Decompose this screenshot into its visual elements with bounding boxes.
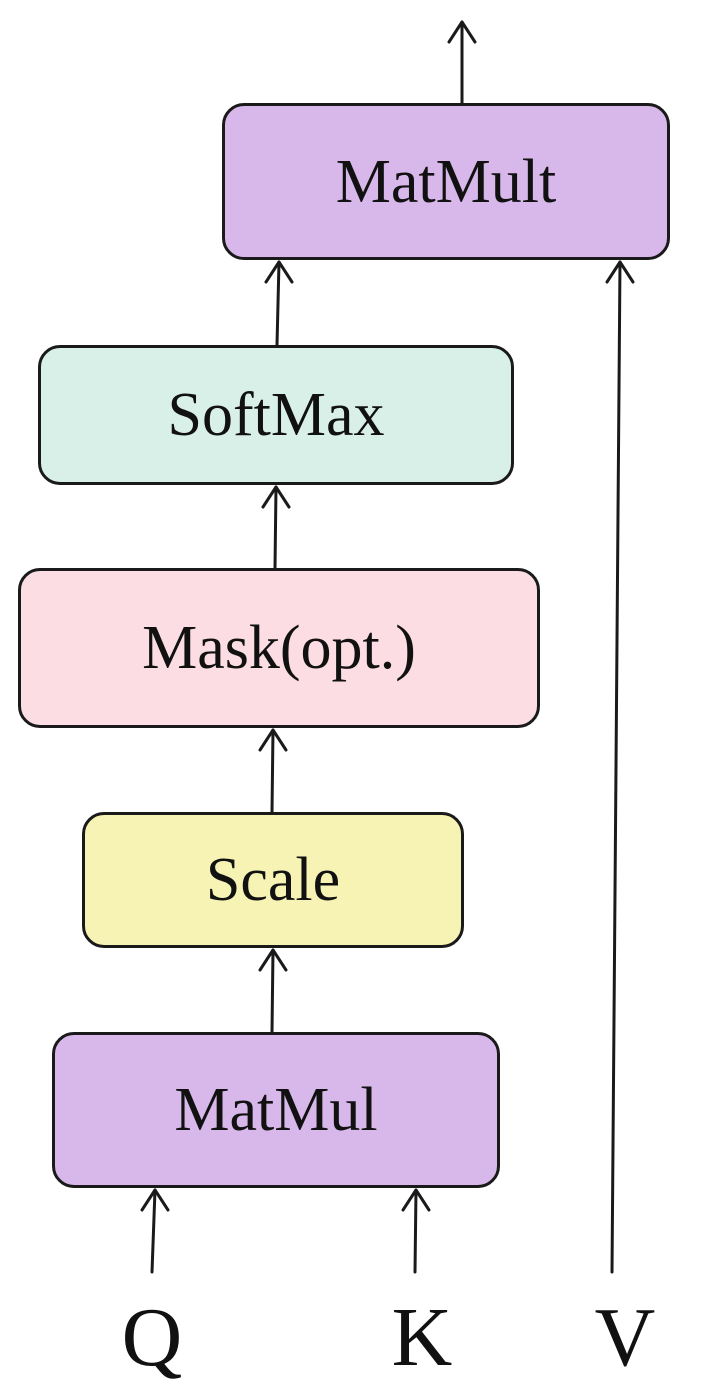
arrowhead-mask-to-softmax	[261, 485, 291, 509]
matmul-block: MatMul	[52, 1032, 500, 1188]
arrow-k-to-matmul	[413, 1188, 418, 1274]
arrowhead-k-to-matmul	[401, 1188, 431, 1212]
input-label-k: K	[391, 1291, 453, 1384]
arrow-scale-to-mask	[270, 728, 275, 814]
softmax-block: SoftMax	[38, 345, 514, 485]
arrowhead-scale-to-mask	[258, 728, 288, 752]
arrow-v-to-matmult	[610, 260, 622, 1274]
scale-block: Scale	[82, 812, 464, 948]
arrowhead-v-to-matmult	[605, 260, 635, 284]
input-label-v: V	[594, 1291, 656, 1384]
arrow-mask-to-softmax	[273, 485, 278, 570]
arrow-matmul-to-scale	[270, 948, 275, 1034]
arrowhead-softmax-to-matmult	[264, 260, 294, 284]
input-label-q: Q	[121, 1291, 183, 1384]
arrow-softmax-to-matmult	[275, 260, 281, 347]
arrow-q-to-matmul	[150, 1188, 157, 1274]
output-arrowhead	[447, 20, 477, 44]
arrowhead-q-to-matmul	[140, 1188, 170, 1212]
mask-block: Mask(opt.)	[18, 568, 540, 728]
matmult-block: MatMult	[222, 103, 670, 260]
arrowhead-matmul-to-scale	[258, 948, 288, 972]
